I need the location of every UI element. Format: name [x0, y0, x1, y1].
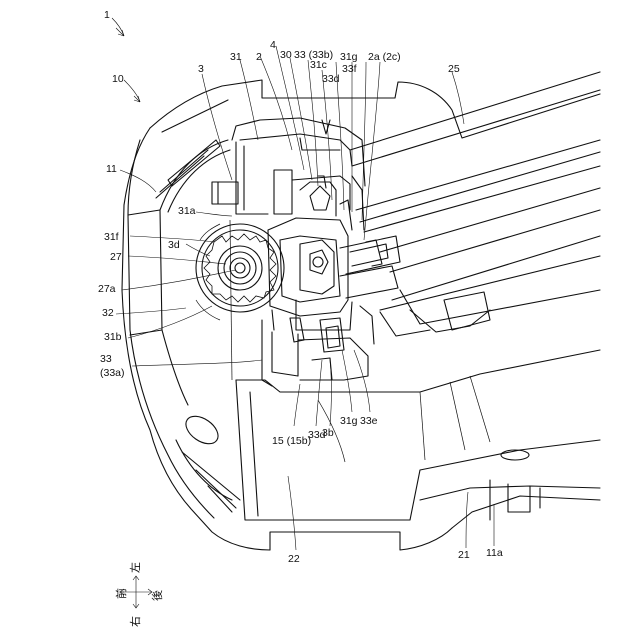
- label-left: 左: [129, 562, 142, 573]
- label-33f: 33f: [342, 63, 357, 75]
- label-27: 27: [110, 251, 122, 263]
- label-15-15b: 15 (15b): [272, 435, 311, 447]
- gear-assembly: [196, 224, 284, 320]
- label-22: 22: [288, 553, 300, 565]
- label-33d-top: 33d: [322, 73, 340, 85]
- label-32: 32: [102, 307, 114, 319]
- label-4: 4: [270, 39, 276, 51]
- label-31a: 31a: [178, 205, 196, 217]
- label-33: 33: [100, 353, 112, 365]
- label-front: 前: [114, 588, 128, 599]
- label-right: 右: [128, 616, 142, 627]
- direction-legend: 前 後 左 右: [114, 562, 164, 627]
- label-31g-top: 31g: [340, 51, 358, 63]
- label-rear: 後: [150, 590, 164, 601]
- arrow-icon: [134, 96, 140, 102]
- label-27a: 27a: [98, 283, 116, 295]
- magazine-rail: [350, 72, 600, 336]
- label-11a: 11a: [486, 547, 503, 559]
- label-11: 11: [106, 163, 117, 175]
- label-3b: 3b: [322, 427, 334, 439]
- label-25: 25: [448, 63, 460, 75]
- label-3: 3: [198, 63, 204, 75]
- label-2a-2c: 2a (2c): [368, 51, 401, 63]
- label-3d: 3d: [168, 239, 180, 251]
- label-33a: (33a): [100, 367, 125, 379]
- label-33e: 33e: [360, 415, 378, 427]
- label-31c: 31c: [310, 59, 327, 71]
- label-30: 30: [280, 49, 292, 61]
- label-31: 31: [230, 51, 242, 63]
- lock-mechanism: [262, 176, 400, 386]
- label-10: 10: [112, 73, 124, 85]
- label-1: 1: [104, 9, 110, 21]
- label-31f: 31f: [104, 231, 119, 243]
- label-21: 21: [458, 549, 470, 561]
- label-31g-bottom: 31g: [340, 415, 358, 427]
- arrow-icon: [116, 28, 124, 36]
- label-31b: 31b: [104, 331, 122, 343]
- label-2: 2: [256, 51, 262, 63]
